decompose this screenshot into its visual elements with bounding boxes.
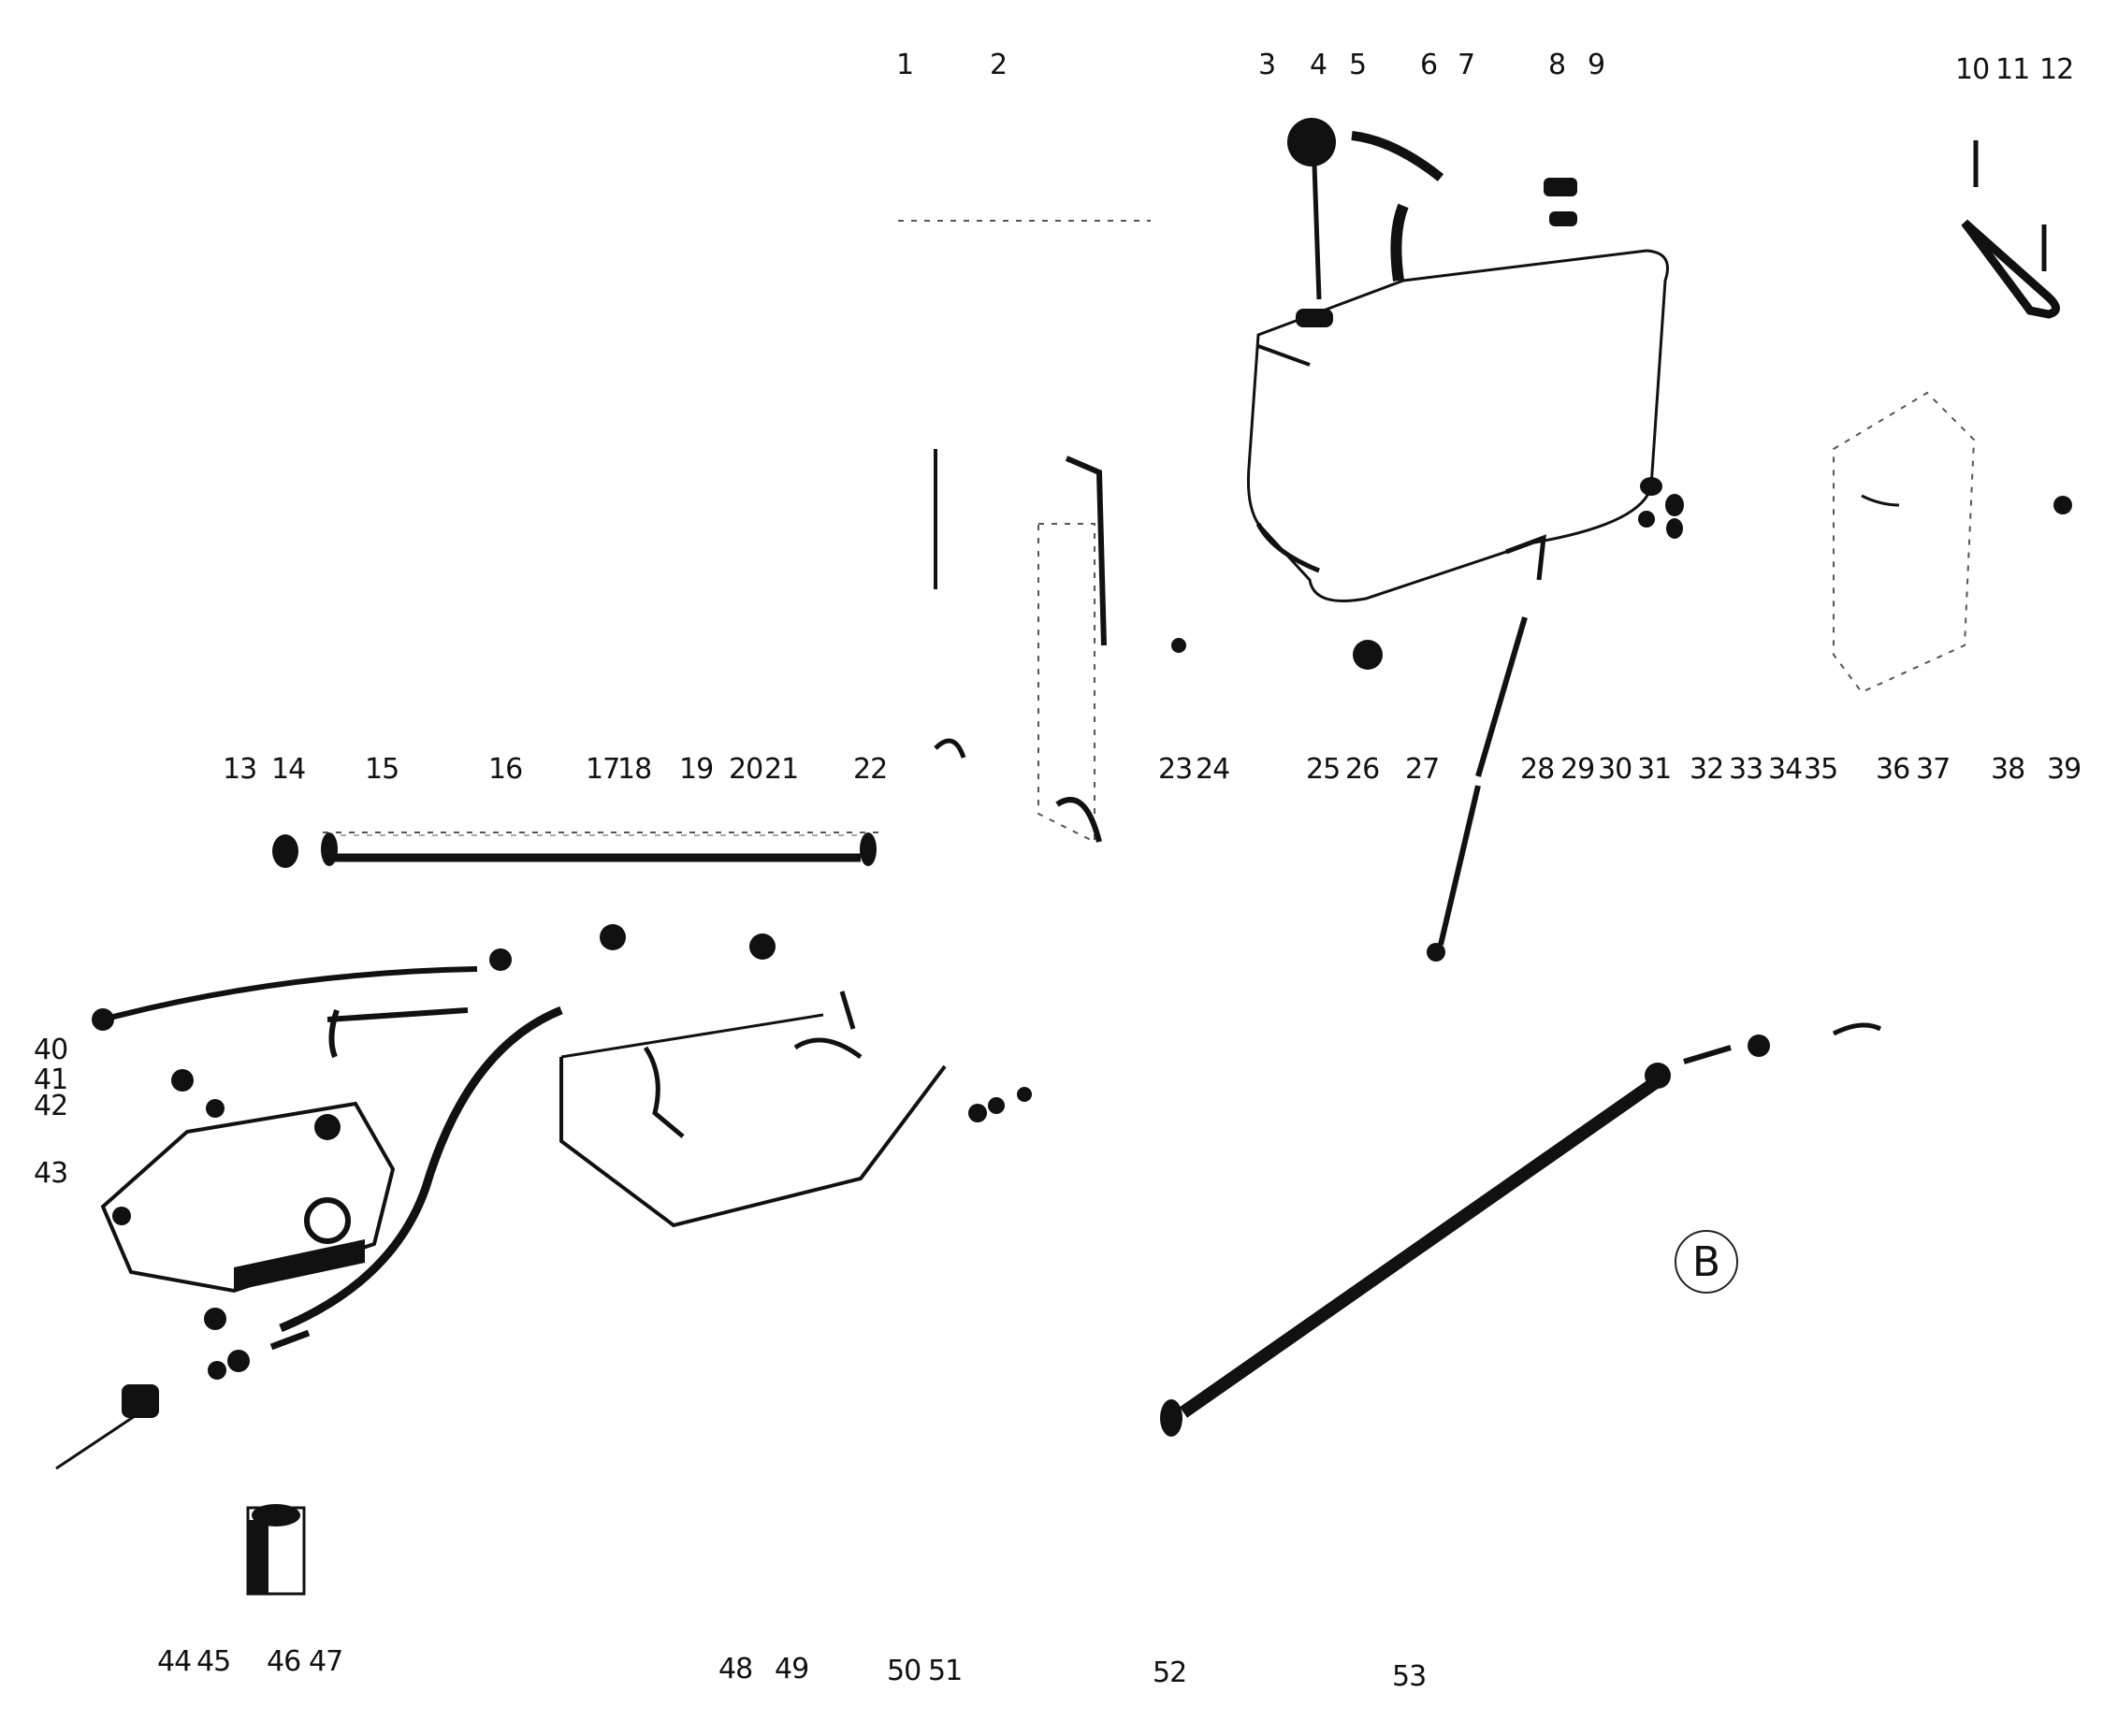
callout: 42 [34,1090,68,1122]
callout: 33 [1729,753,1763,786]
callout: 16 [488,753,523,786]
leader-lines [323,220,1151,833]
fuel-line-upper [92,966,478,1059]
callout: 21 [764,753,799,786]
callout: 8 [1548,49,1566,81]
callout: 20 [729,753,763,786]
callout: 32 [1690,753,1724,786]
callout: 31 [1637,753,1672,786]
callout: 27 [1405,753,1440,786]
callout: 36 [1876,753,1910,786]
callout: 39 [2047,753,2082,786]
callout: 37 [1916,753,1951,786]
filler-cap-assembly [1287,118,1577,300]
long-diagonal-shaft [1160,1022,1882,1437]
callout: 22 [853,753,888,786]
drip-pan-cover [559,991,1032,1228]
callout: 28 [1520,753,1555,786]
fuel-filter [55,1384,306,1596]
callout: 23 [1158,753,1193,786]
bracket-center-left [934,449,1186,844]
panel-right [1833,391,2072,694]
callout: 35 [1804,753,1838,786]
callout: 41 [34,1063,68,1096]
callout: 14 [271,753,306,786]
callout: 19 [679,753,714,786]
callout: 34 [1768,753,1803,786]
callout: 50 [887,1655,921,1687]
callout: 3 [1258,49,1276,81]
callout: 4 [1310,49,1327,81]
callout: 18 [617,753,652,786]
callout: 45 [196,1645,231,1678]
callout: 29 [1560,753,1595,786]
sheet-marker-label: B [1675,1230,1738,1294]
horizontal-tube [272,832,877,971]
callout: 30 [1598,753,1632,786]
callout: 49 [775,1653,809,1685]
callout: 12 [2039,53,2074,86]
injection-pump [100,1069,396,1330]
callout: 38 [1991,753,2025,786]
callout: 25 [1306,753,1341,786]
callout: 11 [1995,53,2030,86]
callout: 44 [157,1645,192,1678]
callout: 6 [1420,49,1438,81]
callout: 47 [309,1645,343,1678]
callout: 1 [896,49,914,81]
callout: 40 [34,1034,68,1066]
bracket-top-right [1961,140,2060,319]
callout: 10 [1955,53,1990,86]
callout: 17 [586,753,620,786]
callout: 5 [1349,49,1367,81]
callout: 51 [928,1655,963,1687]
callout: 2 [990,49,1008,81]
callout: 43 [34,1157,68,1190]
callout: 13 [223,753,257,786]
tank-fittings [1638,477,1684,539]
callout: 24 [1196,753,1230,786]
callout: 53 [1392,1660,1427,1693]
callout: 26 [1345,753,1380,786]
fuel-tank [1247,249,1669,602]
callout: 15 [365,753,399,786]
callout: 46 [267,1645,301,1678]
callout: 48 [718,1653,753,1685]
callout: 9 [1588,49,1605,81]
callout: 7 [1458,49,1475,81]
curved-fuel-hose [208,1005,563,1380]
vertical-fuel-pipe [1353,534,1546,962]
callout: 52 [1153,1656,1187,1689]
